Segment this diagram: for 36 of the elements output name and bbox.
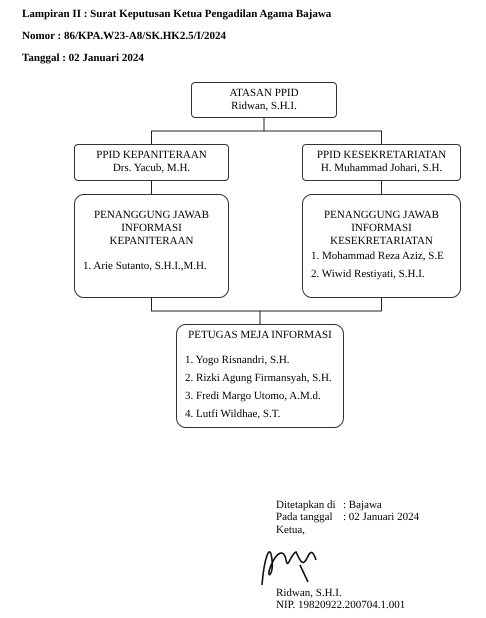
role-title: PENANGGUNG JAWAB INFORMASI KESEKRETARIATAN: [323, 209, 440, 248]
list-item: 4. Lutfi Wildhae, S.T.: [184, 408, 282, 421]
list-item: 1. Mohammad Reza Aziz, S.E: [310, 250, 445, 263]
connector-line: [264, 118, 382, 144]
signature-text: Ditetapkan di: [276, 499, 336, 512]
org-box: [191, 82, 337, 118]
signature-text: Pada tanggal: [276, 511, 333, 524]
role-title: PPID KESEKRETARIATAN: [316, 149, 448, 162]
list-item: 1. Yogo Risnandri, S.H.: [184, 354, 291, 367]
role-title: PPID KEPANITERAAN: [95, 149, 208, 162]
header-line: Nomor : 86/KPA.W23-A8/SK.HK2.5/I/2024: [22, 30, 226, 43]
role-title: PETUGAS MEJA INFORMASI: [187, 329, 333, 342]
person-name: H. Muhammad Johari, S.H.: [320, 162, 444, 175]
org-box: [302, 194, 461, 298]
org-box: [176, 324, 344, 428]
list-item: 3. Fredi Margo Utomo, A.M.d.: [184, 390, 322, 403]
org-box: [74, 194, 229, 298]
header-line: Lampiran II : Surat Keputusan Ketua Pengadilan Agama Bajawa: [22, 8, 332, 21]
person-name: Drs. Yacub, M.H.: [112, 162, 192, 175]
list-item: 2. Rizki Agung Firmansyah, S.H.: [184, 372, 333, 385]
connector-line: [151, 180, 152, 194]
role-title: PENANGGUNG JAWAB INFORMASI KEPANITERAAN: [93, 209, 210, 248]
header-line: Tanggal : 02 Januari 2024: [22, 52, 144, 65]
connector-line: [381, 180, 382, 194]
signature-text: : 02 Januari 2024: [343, 511, 420, 524]
org-box: [74, 144, 229, 181]
signature-text: NIP. 19820922.200704.1.001: [276, 599, 406, 612]
org-box: [302, 144, 461, 181]
list-item: 2. Wiwid Restiyati, S.H.I.: [310, 268, 426, 281]
person-name: Ridwan, S.H.I.: [230, 100, 298, 113]
signature-text: Ketua,: [276, 524, 306, 537]
list-item: 1. Arie Sutanto, S.H.I.,M.H.: [82, 260, 208, 273]
signature-text: : Bajawa: [343, 499, 382, 512]
role-title: ATASAN PPID: [228, 87, 300, 100]
signature-text: Ridwan, S.H.I.: [276, 587, 342, 600]
connector-line: [260, 298, 382, 324]
